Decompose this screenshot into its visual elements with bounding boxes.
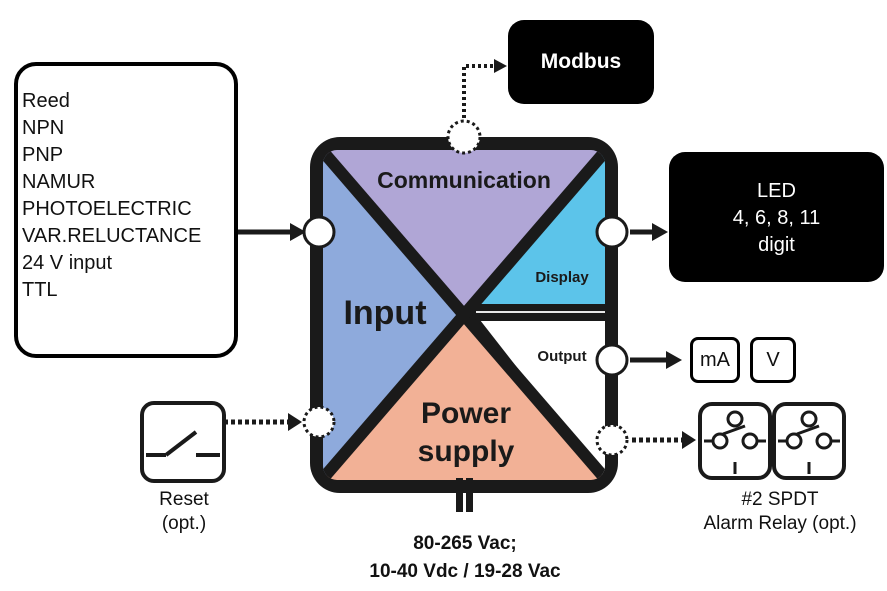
input-label: Input bbox=[343, 294, 426, 332]
display-port bbox=[595, 215, 629, 249]
display-label: Display bbox=[535, 269, 589, 286]
relay-port bbox=[595, 423, 629, 457]
power-label-line1: Power bbox=[421, 397, 511, 430]
input-types-box bbox=[14, 62, 238, 358]
input-type-item: 24 V input bbox=[22, 252, 113, 274]
communication-zone bbox=[323, 150, 605, 310]
input-type-item: TTL bbox=[22, 279, 58, 301]
relay-caption: #2 SPDT Alarm Relay (opt.) bbox=[680, 488, 880, 536]
communication-label: Communication bbox=[377, 167, 551, 193]
reset-caption-line2: (opt.) bbox=[161, 513, 207, 534]
reset-caption: Reset (opt.) bbox=[128, 488, 240, 536]
power-spec-line1: 80-265 Vac; bbox=[413, 533, 517, 554]
power-zone bbox=[323, 310, 605, 480]
relay-icon-2 bbox=[772, 402, 846, 480]
modbus-box: Modbus bbox=[508, 20, 654, 104]
input-types-list: Reed NPN PNP NAMUR PHOTOELECTRIC VAR.REL… bbox=[22, 88, 201, 304]
reset-switch-icon bbox=[140, 401, 226, 483]
ma-output-box: mA bbox=[690, 337, 740, 383]
power-spec-caption: 80-265 Vac; 10-40 Vdc / 19-28 Vac bbox=[320, 530, 610, 586]
led-line-3: digit bbox=[758, 234, 795, 256]
led-line-1: LED bbox=[757, 180, 796, 202]
power-label-line2: supply bbox=[418, 435, 515, 468]
modbus-port bbox=[446, 119, 482, 155]
reset-port bbox=[302, 405, 336, 439]
relay-caption-line2: Alarm Relay (opt.) bbox=[703, 513, 857, 534]
input-type-item: PNP bbox=[22, 144, 64, 166]
led-display-box: LED 4, 6, 8, 11 digit bbox=[669, 152, 884, 282]
input-zone bbox=[323, 150, 464, 480]
input-type-item: Reed bbox=[22, 90, 70, 112]
output-port bbox=[595, 343, 629, 377]
input-type-item: PHOTOELECTRIC bbox=[22, 198, 192, 220]
input-type-item: NAMUR bbox=[22, 171, 96, 193]
relay-icon-1 bbox=[698, 402, 772, 480]
relay-caption-line1: #2 SPDT bbox=[741, 489, 819, 510]
input-port bbox=[302, 215, 336, 249]
output-label: Output bbox=[537, 348, 586, 365]
voltage-output-box: V bbox=[750, 337, 796, 383]
input-type-item: VAR.RELUCTANCE bbox=[22, 225, 202, 247]
reset-caption-line1: Reset bbox=[159, 489, 209, 510]
power-spec-line2: 10-40 Vdc / 19-28 Vac bbox=[369, 561, 561, 582]
input-type-item: NPN bbox=[22, 117, 65, 139]
led-line-2: 4, 6, 8, 11 bbox=[732, 207, 821, 229]
